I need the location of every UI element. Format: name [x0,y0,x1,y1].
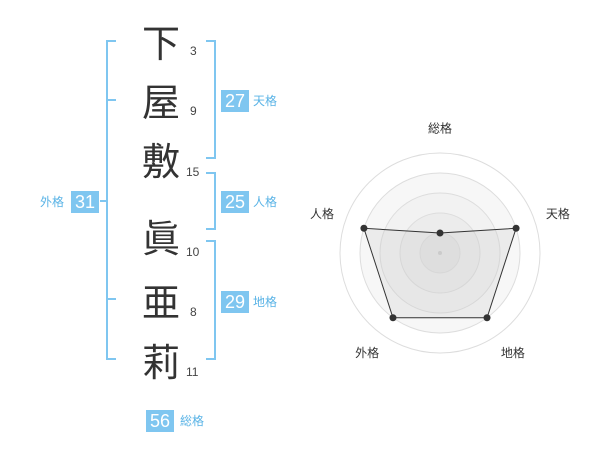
name-char-1: 下 [141,22,180,66]
tenkaku-bracket-vertical [214,40,216,159]
radar-data-polygon [363,227,517,319]
tenkaku-label: 天格 [253,94,278,108]
radar-point-5 [360,224,368,232]
name-char-3: 敷 [141,140,180,184]
radar-axis-label-5: 人格 [310,206,334,221]
radar-axis-label-4: 外格 [355,345,379,360]
soukaku-label: 総格 [180,414,205,428]
name-char-5: 亜 [141,281,180,325]
jinkaku-label: 人格 [253,195,278,209]
radar-points [360,224,520,322]
stroke-count-2: 9 [190,104,197,118]
radar-point-2 [512,224,520,232]
radar-axis-label-2: 天格 [546,206,570,221]
gaikaku-bracket-tick-1 [106,99,116,101]
gaikaku-bracket-connector [100,200,106,202]
radar-point-4 [389,314,397,322]
chikaku-bracket-vertical [214,240,216,360]
soukaku-value: 56 [146,410,174,432]
tenkaku-bracket-top [206,40,216,42]
chikaku-bracket-top [206,240,216,242]
jinkaku-bracket-top [206,172,216,174]
chikaku-label: 地格 [253,295,278,309]
chikaku-bracket-bottom [206,358,216,360]
stroke-count-6: 11 [186,365,199,379]
jinkaku-value: 25 [221,191,249,213]
stroke-count-4: 10 [186,245,200,259]
radar-point-3 [483,314,491,322]
tenkaku-value: 27 [221,90,249,112]
radar-grid [339,152,541,354]
gaikaku-label: 外格 [40,195,65,209]
gaikaku-bracket-bottom [106,358,116,360]
name-char-2: 屋 [141,81,180,125]
radar-axis-label-3: 地格 [501,345,525,360]
gaikaku-value: 31 [71,191,99,213]
jinkaku-bracket-vertical [214,172,216,230]
radar-center [438,251,442,255]
stroke-count-1: 3 [190,44,197,58]
jinkaku-bracket-bottom [206,228,216,230]
radar-axis-label-1: 総格 [428,121,452,136]
chikaku-value: 29 [221,291,249,313]
gaikaku-bracket-top [106,40,116,42]
stroke-count-3: 15 [186,165,200,179]
tenkaku-bracket-bottom [206,157,216,159]
gaikaku-bracket-tick-2 [106,298,116,300]
stroke-count-5: 8 [190,305,197,319]
name-char-4: 眞 [141,217,180,261]
name-char-6: 莉 [141,341,180,385]
radar-point-1 [436,229,444,237]
gaikaku-bracket-vertical [106,40,108,360]
